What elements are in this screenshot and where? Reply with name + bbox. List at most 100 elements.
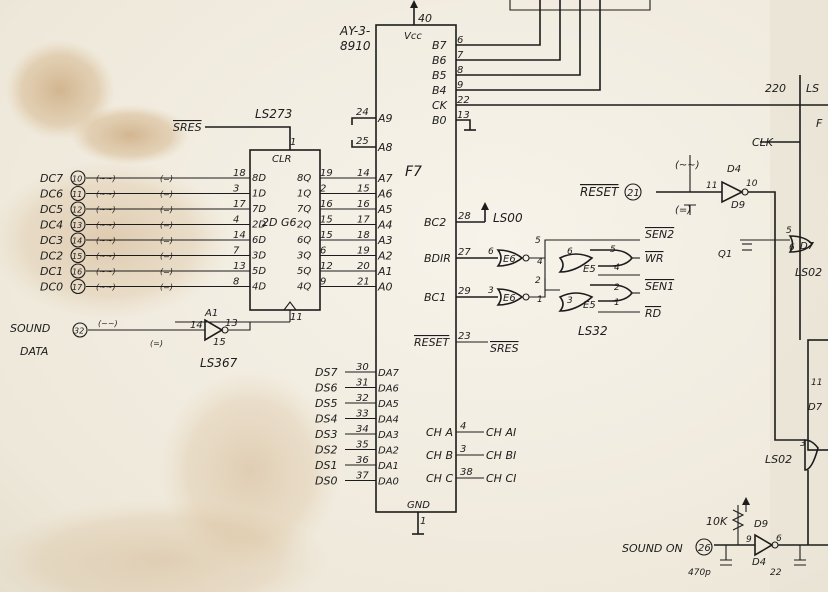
chip-bus-num: 23: [458, 331, 471, 342]
chip-right-num: 9: [457, 80, 463, 91]
d7-lower: D7: [808, 402, 823, 413]
latch-qpin: 12: [320, 261, 333, 272]
latch-din: 13: [233, 261, 246, 272]
latch-clk-pin: 11: [290, 312, 303, 323]
da-num: 30: [356, 362, 369, 373]
chip-right-num: 6: [457, 35, 463, 46]
buffer-pin-out: 13: [225, 318, 238, 329]
gate-pin-num: 4: [537, 257, 543, 267]
chip-right-label: CK: [432, 99, 448, 112]
sound-data-res-glyph: (~~): [98, 319, 118, 328]
sound-on-conn-num: 26: [698, 543, 711, 554]
pin-3-lower: 3: [800, 439, 806, 449]
dc-conn-num: 12: [72, 206, 82, 215]
sound-data-1: SOUND: [10, 322, 50, 335]
ds-net: DS1: [315, 459, 337, 472]
ch-label: CH A: [426, 426, 453, 439]
sound-on-connector: [695, 538, 713, 556]
chip-left-num: 24: [356, 107, 369, 118]
dc-label: DC4: [40, 219, 63, 232]
chip-left-label: A1: [377, 265, 393, 278]
latch-qpin: 9: [320, 277, 326, 288]
d7-right: D7: [800, 241, 815, 252]
dc-conn-num: 15: [72, 252, 82, 261]
dc-label: DC5: [40, 203, 63, 216]
latch-din: 14: [233, 230, 246, 241]
ch-num: 4: [460, 421, 466, 432]
e5-top: E5: [583, 264, 596, 275]
cap-22: 22: [770, 568, 782, 578]
ls02-lower: LS02: [765, 453, 792, 466]
sound-data-2: DATA: [20, 345, 48, 358]
wr-net: WR: [645, 252, 664, 265]
dc-connector: [70, 170, 86, 186]
buffer-pin-in: 14: [190, 320, 203, 331]
latch-qlabel: 4Q: [297, 282, 311, 293]
d4-top: D4: [727, 164, 741, 175]
chip-right-label: B5: [432, 69, 447, 82]
da-label: DA0: [378, 477, 399, 488]
ds-net: DS5: [315, 397, 337, 410]
pin-11-lower: 11: [811, 378, 822, 388]
dc-connector: [70, 263, 86, 279]
chip-left-label: A2: [377, 250, 393, 263]
chip-apin: 14: [357, 168, 370, 179]
pin-6-lower: 6: [776, 534, 782, 544]
chip-apin: 21: [357, 277, 370, 288]
latch-name: LS273: [255, 107, 292, 121]
latch-dlabel: 1D: [252, 189, 266, 200]
chip-bus-num: 27: [458, 247, 471, 258]
sound-data-conn-num: 32: [74, 327, 84, 336]
da-label: DA3: [378, 430, 399, 441]
da-label: DA7: [378, 368, 400, 379]
latch-qpin: 6: [320, 246, 326, 257]
latch-din: 4: [233, 215, 239, 226]
chip-right-num: 13: [457, 110, 470, 121]
dc-conn-num: 11: [72, 190, 82, 199]
da-label: DA6: [378, 384, 399, 395]
dc-conn-num: 16: [72, 268, 82, 277]
d9-top: D9: [731, 200, 745, 211]
gate-pin-num: 6: [488, 247, 494, 257]
chip-apin: 15: [357, 184, 370, 195]
latch-qlabel: 1Q: [297, 189, 311, 200]
pin-11-top: 11: [706, 181, 717, 191]
wiring: [88, 0, 828, 566]
chip-left-label: A9: [377, 112, 393, 125]
dc-connector: [70, 278, 86, 295]
chip-right-label: B4: [432, 84, 447, 97]
gate-pin-num: 1: [537, 295, 543, 305]
ch-label: CH B: [426, 449, 453, 462]
ls00-label: LS00: [493, 211, 523, 225]
latch-qpin: 19: [320, 168, 333, 179]
latch-inner: 2D G6: [262, 216, 297, 229]
gate-pin-num: 6: [567, 247, 573, 257]
gate-pin-num: 5: [535, 236, 541, 246]
chip-right-label: B6: [432, 54, 447, 67]
ds-net: DS0: [315, 475, 337, 488]
da-num: 35: [356, 440, 369, 451]
gate-pin-num: 5: [610, 245, 616, 255]
buffer-chip: LS367: [200, 356, 238, 370]
chip-left-label: A4: [377, 219, 393, 232]
chip-right-label: B0: [432, 114, 447, 127]
latch-qlabel: 6Q: [297, 235, 311, 246]
ds-net: DS3: [315, 428, 337, 441]
d4-lower: D4: [752, 557, 766, 568]
pin-10-top: 10: [746, 179, 758, 189]
r220: 220: [765, 82, 786, 95]
da-label: DA5: [378, 399, 399, 410]
buffer-pin-en: 15: [213, 337, 226, 348]
chip-bus-label: BDIR: [424, 252, 451, 265]
da-num: 37: [356, 471, 369, 482]
latch-dlabel: 3D: [252, 251, 266, 262]
vcc-pin-num: 40: [418, 12, 432, 25]
ls02-right: LS02: [795, 266, 822, 279]
dc-label: DC2: [40, 250, 63, 263]
latch-din: 18: [233, 168, 246, 179]
clk-label: CLK: [752, 136, 774, 149]
gnd-pin-num: 1: [420, 516, 426, 527]
chip-right-label: B7: [432, 39, 447, 52]
